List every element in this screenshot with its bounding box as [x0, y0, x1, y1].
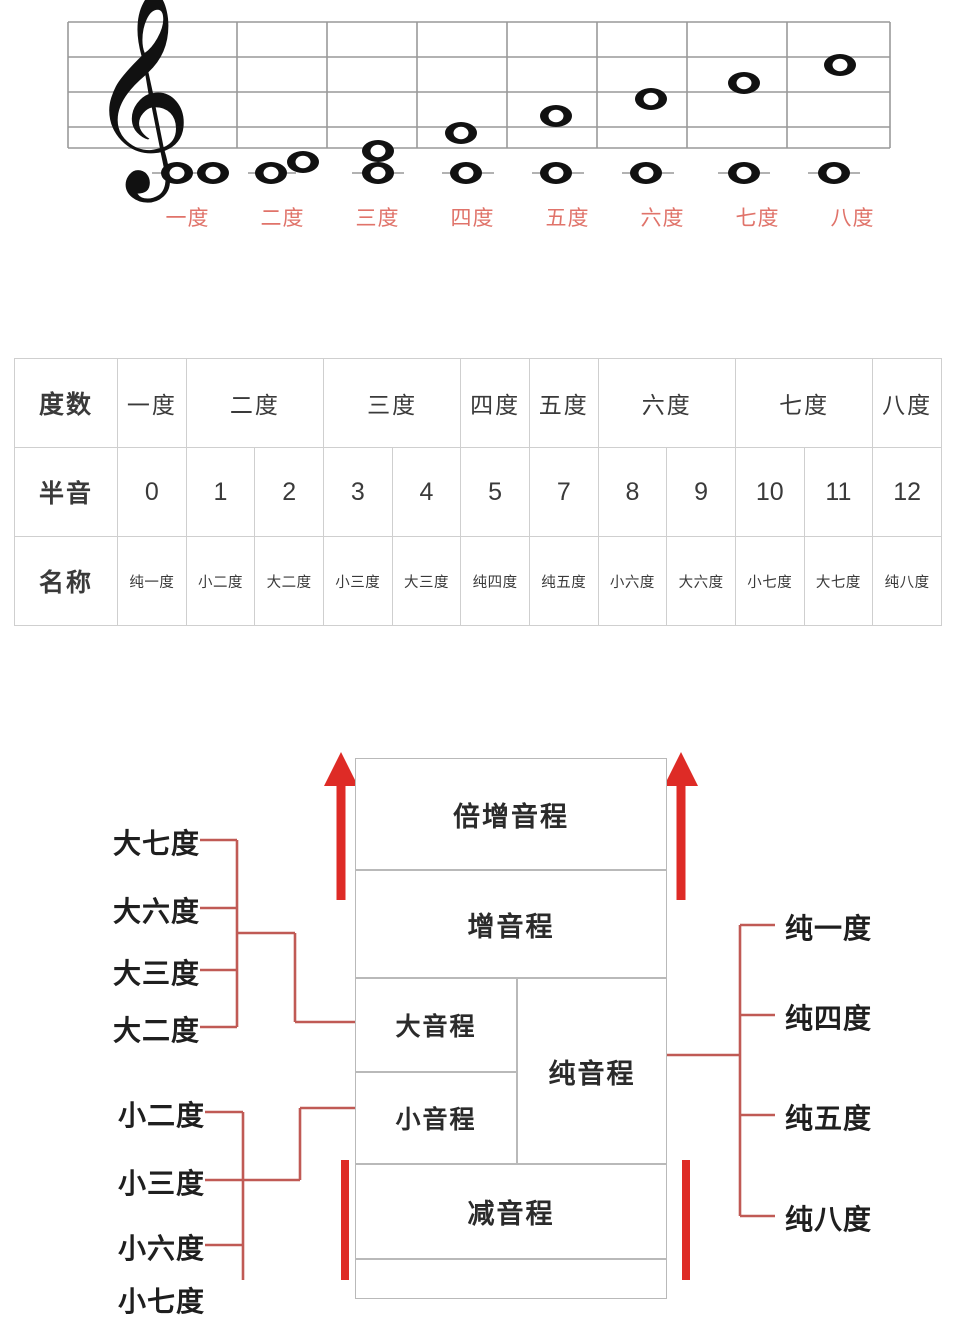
label-major-member: 大七度: [112, 828, 200, 859]
staff-degree-label: 四度: [450, 207, 495, 230]
major-bracket: [200, 838, 357, 1029]
interval-name-cell: 纯四度: [460, 536, 530, 626]
label-minor-member: 小七度: [117, 1286, 205, 1317]
interval-classification-diagram: 倍增音程 增音程 大音程 小音程 纯音程 减音程 大七度 大六度 大三度 大二度…: [0, 700, 960, 1317]
note-m4-low: [450, 162, 482, 184]
classification-connectors-svg: [200, 752, 775, 1280]
note-m7-low: [728, 162, 760, 184]
label-perfect-member: 纯五度: [785, 1103, 873, 1134]
note-m7-high: [728, 72, 760, 94]
semitone-cell: 2: [254, 447, 324, 537]
degree-cell: 八度: [872, 358, 942, 448]
interval-name-cell: 大二度: [254, 536, 324, 626]
semitone-cell: 4: [391, 447, 462, 537]
note-m8-low: [818, 162, 850, 184]
label-minor-member: 小三度: [117, 1168, 205, 1199]
degree-cell: 五度: [528, 358, 599, 448]
semitone-cell: 7: [528, 447, 599, 537]
interval-name-cell: 纯五度: [528, 536, 599, 626]
semitone-cell: 10: [734, 447, 805, 537]
label-major-member: 大二度: [112, 1015, 200, 1046]
interval-reference-table: 度数 一度 二度 三度 四度 五度 六度 七度 八度 半音 0 1 2 3 4 …: [14, 358, 942, 626]
interval-name-cell: 小七度: [734, 536, 805, 626]
interval-name-cell: 纯一度: [117, 536, 187, 626]
row-header-semitone: 半音: [14, 447, 118, 537]
staff-notation-section: 𝄞: [0, 0, 960, 250]
box-perfect: 纯音程: [517, 978, 667, 1164]
staff-degree-labels: 一度 二度 三度 四度 五度 六度 七度 八度: [140, 204, 900, 238]
staff-degree-label: 二度: [260, 207, 305, 230]
note-m3-high: [362, 140, 394, 162]
note-m1-low: [161, 162, 193, 184]
semitone-cell: 9: [666, 447, 736, 537]
degree-cell: 四度: [460, 358, 530, 448]
box-augmented: 增音程: [355, 870, 667, 978]
label-perfect-member: 纯八度: [785, 1204, 873, 1235]
note-m4-high: [445, 122, 477, 144]
note-m6-high: [635, 88, 667, 110]
note-m1-high: [197, 162, 229, 184]
label-major-member: 大三度: [112, 958, 200, 989]
label-major-member: 大六度: [112, 896, 200, 927]
box-minor: 小音程: [355, 1072, 517, 1164]
row-header-degree: 度数: [14, 358, 118, 448]
note-heads: [161, 54, 856, 184]
interval-name-cell: 大三度: [391, 536, 462, 626]
staff-svg: 𝄞: [67, 0, 891, 203]
right-up-arrow-icon: [664, 752, 698, 900]
barlines: [67, 22, 891, 148]
label-perfect-member: 纯四度: [785, 1003, 873, 1034]
box-doubly-diminished-partial: [355, 1259, 667, 1299]
degree-cell: 七度: [734, 358, 874, 448]
semitone-cell: 12: [872, 447, 942, 537]
staff-degree-label: 六度: [640, 207, 685, 230]
interval-name-cell: 小三度: [322, 536, 393, 626]
note-m5-high: [540, 105, 572, 127]
interval-name-cell: 大七度: [803, 536, 874, 626]
degree-cell: 三度: [322, 358, 462, 448]
label-minor-member: 小六度: [117, 1233, 205, 1264]
table-row-degree: 度数 一度 二度 三度 四度 五度 六度 七度 八度: [14, 358, 942, 448]
label-minor-member: 小二度: [117, 1100, 205, 1131]
box-diminished: 减音程: [355, 1164, 667, 1259]
left-up-arrow-icon: [324, 752, 358, 900]
note-m2-low: [255, 162, 287, 184]
note-m8-high: [824, 54, 856, 76]
degree-cell: 一度: [117, 358, 187, 448]
staff-degree-label: 五度: [545, 207, 590, 230]
label-perfect-member: 纯一度: [785, 913, 873, 944]
note-m5-low: [540, 162, 572, 184]
semitone-cell: 1: [185, 447, 256, 537]
note-m3-low: [362, 162, 394, 184]
interval-name-cell: 小二度: [185, 536, 256, 626]
semitone-cell: 11: [803, 447, 874, 537]
degree-cell: 二度: [185, 358, 324, 448]
row-header-name: 名称: [14, 536, 118, 626]
degree-cell: 六度: [597, 358, 736, 448]
semitone-cell: 0: [117, 447, 187, 537]
minor-bracket: [205, 1106, 357, 1280]
staff-degree-label: 一度: [165, 207, 210, 230]
staff-lines: [68, 21, 890, 149]
semitone-cell: 5: [460, 447, 530, 537]
perfect-bracket: [667, 923, 775, 1218]
note-m2-high: [287, 151, 319, 173]
staff-degree-label: 三度: [355, 207, 400, 230]
table-row-semitones: 半音 0 1 2 3 4 5 7 8 9 10 11 12: [14, 447, 942, 537]
semitone-cell: 3: [322, 447, 393, 537]
box-doubly-augmented: 倍增音程: [355, 758, 667, 870]
table-row-names: 名称 纯一度 小二度 大二度 小三度 大三度 纯四度 纯五度 小六度 大六度 小…: [14, 536, 942, 626]
staff-degree-label: 八度: [830, 207, 875, 230]
interval-name-cell: 小六度: [597, 536, 668, 626]
interval-name-cell: 大六度: [666, 536, 736, 626]
box-major: 大音程: [355, 978, 517, 1072]
staff-degree-label: 七度: [735, 207, 780, 230]
interval-name-cell: 纯八度: [872, 536, 942, 626]
semitone-cell: 8: [597, 447, 668, 537]
note-m6-low: [630, 162, 662, 184]
